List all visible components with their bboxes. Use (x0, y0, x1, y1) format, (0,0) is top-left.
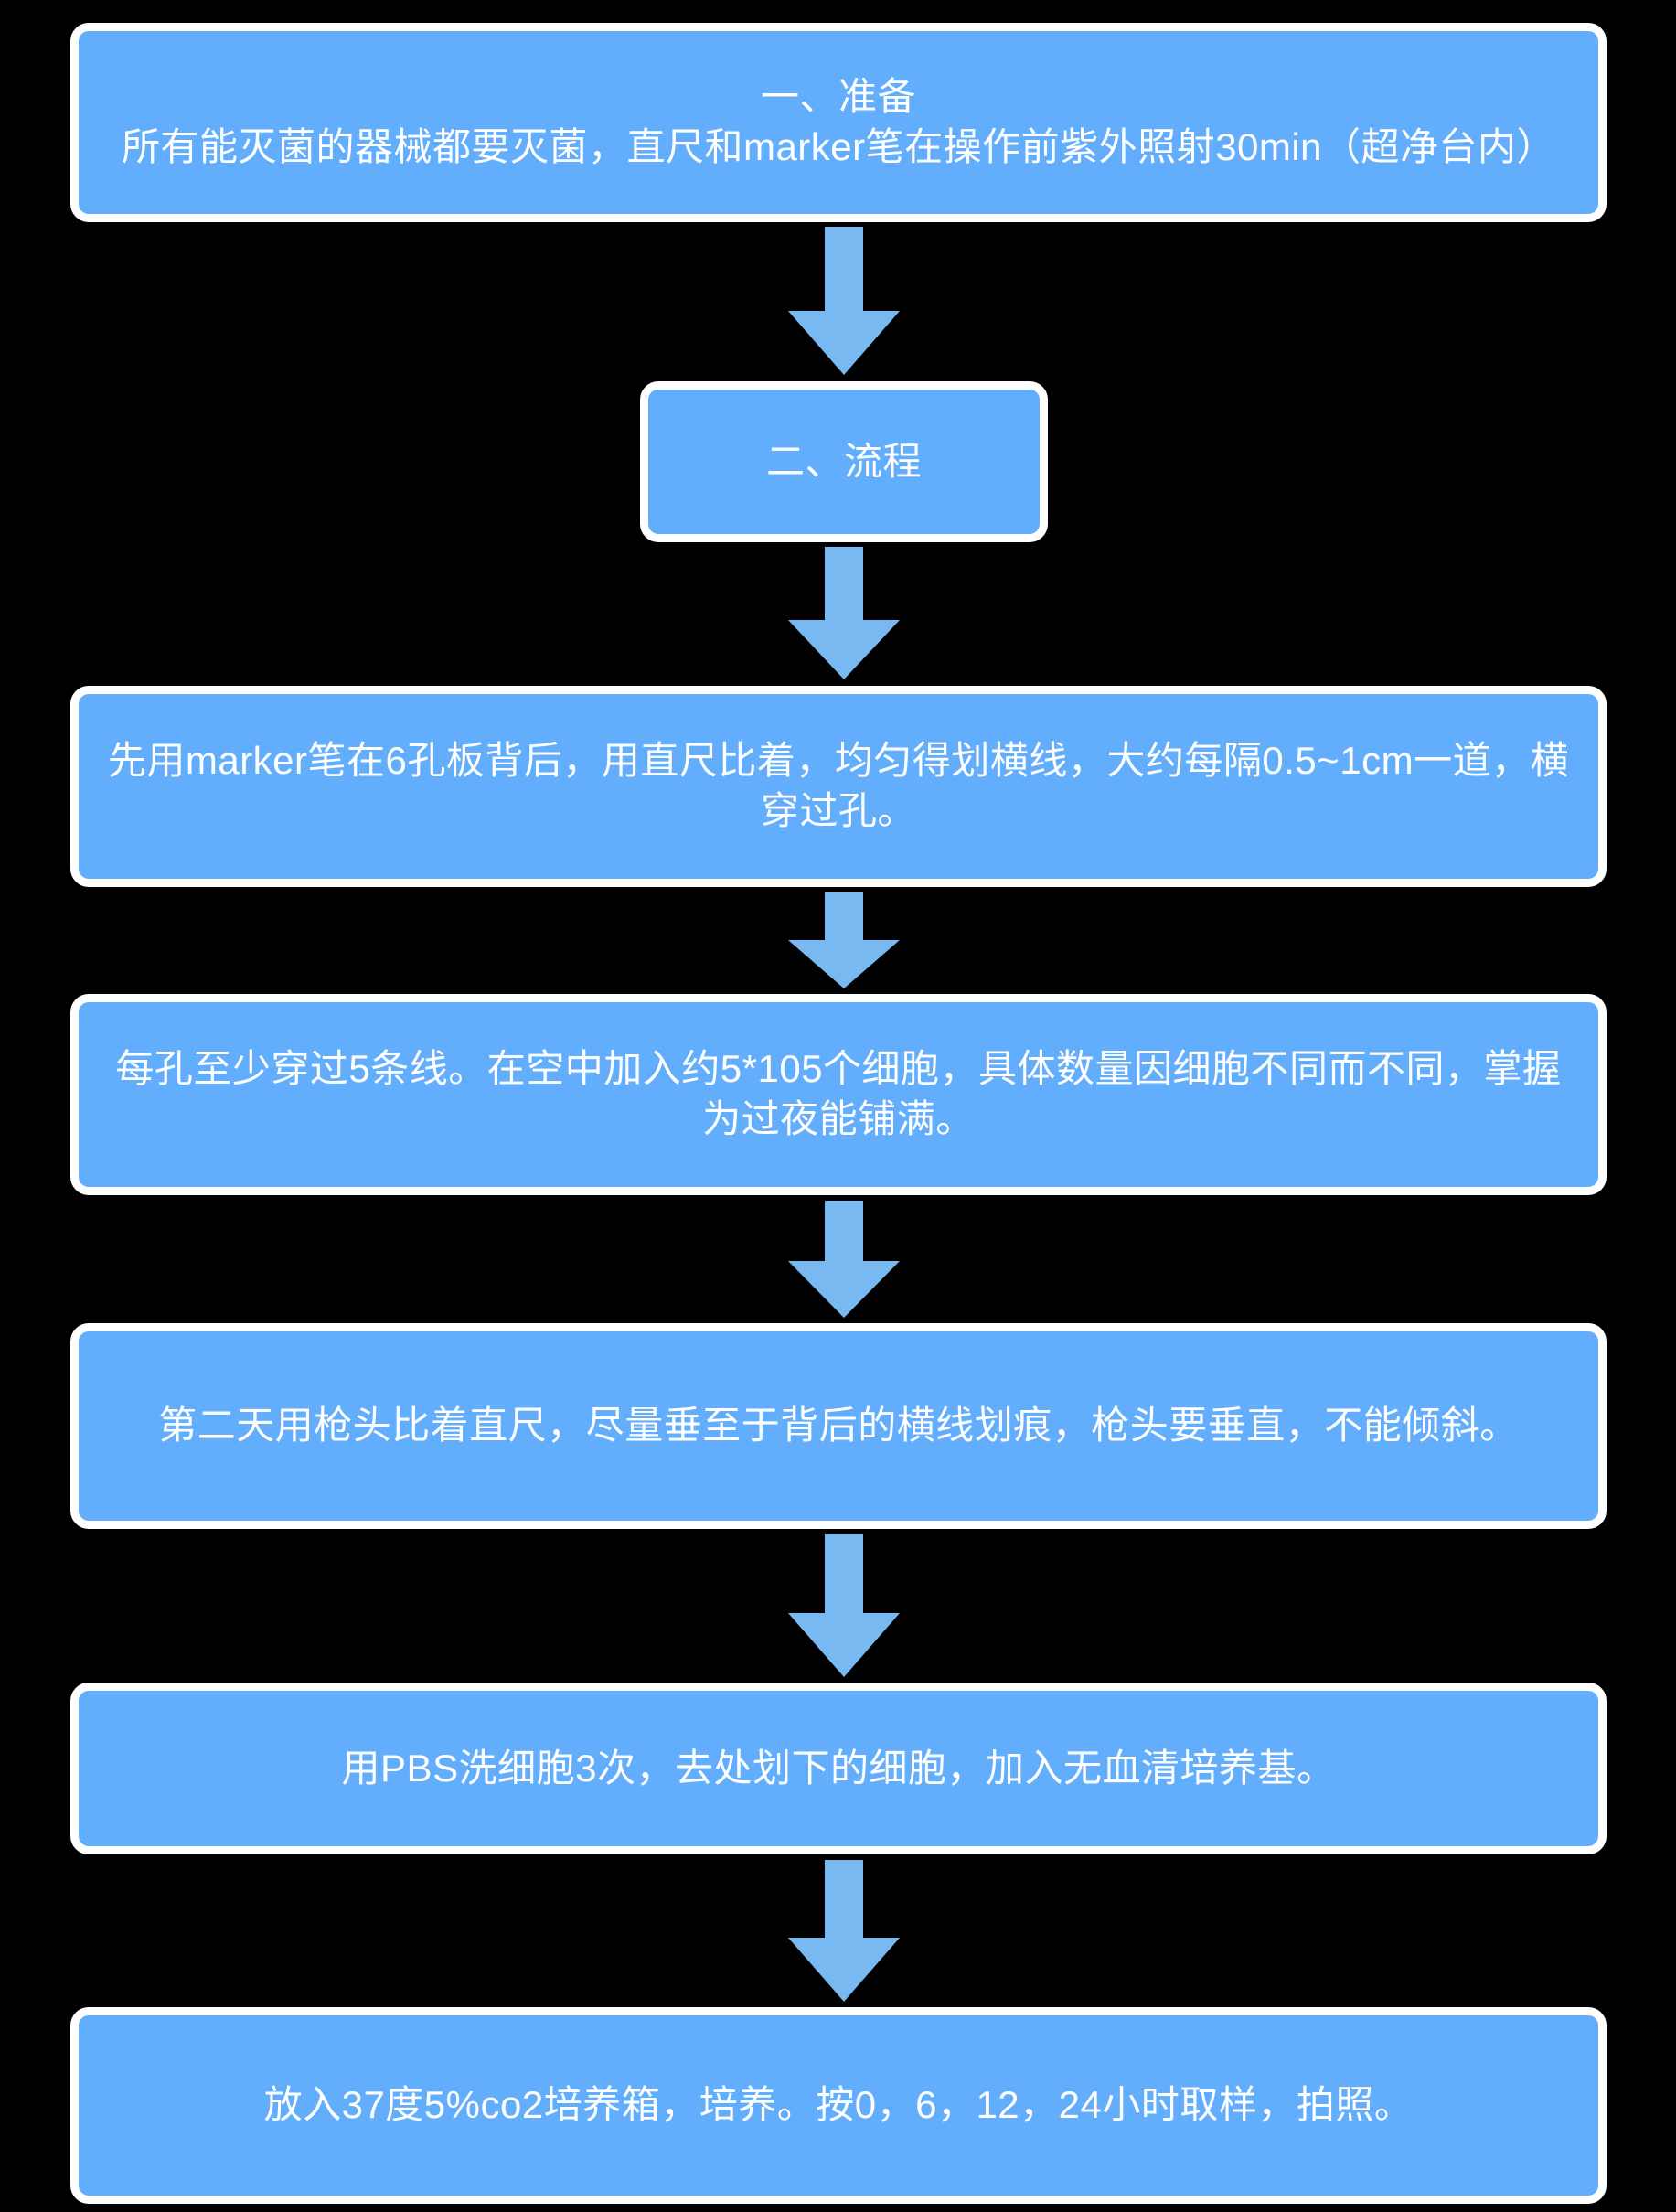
flow-node-step-4-label: 用PBS洗细胞3次，去处划下的细胞，加入无血清培养基。 (341, 1746, 1336, 1790)
flow-node-step-1[interactable]: 先用marker笔在6孔板背后，用直尺比着，均匀得划横线，大约每隔0.5~1cm… (70, 686, 1607, 887)
down-arrow-icon (788, 227, 900, 375)
flow-node-step-1-label: 先用marker笔在6孔板背后，用直尺比着，均匀得划横线，大约每隔0.5~1cm… (107, 739, 1570, 832)
flow-node-step-4[interactable]: 用PBS洗细胞3次，去处划下的细胞，加入无血清培养基。 (70, 1683, 1607, 1854)
flow-node-process-label: 二、流程 (765, 439, 922, 483)
flow-node-step-5[interactable]: 放入37度5%co2培养箱，培养。按0，6，12，24小时取样，拍照。 (70, 2007, 1607, 2204)
flow-node-process[interactable]: 二、流程 (640, 381, 1048, 542)
down-arrow-icon (788, 892, 900, 988)
flow-node-step-3[interactable]: 第二天用枪头比着直尺，尽量垂至于背后的横线划痕，枪头要垂直，不能倾斜。 (70, 1323, 1607, 1529)
flow-node-preparation-label: 一、准备 所有能灭菌的器械都要灭菌，直尺和marker笔在操作前紫外照射30mi… (121, 75, 1556, 168)
flow-node-step-2[interactable]: 每孔至少穿过5条线。在空中加入约5*105个细胞，具体数量因细胞不同而不同，掌握… (70, 994, 1607, 1195)
flow-node-step-2-label: 每孔至少穿过5条线。在空中加入约5*105个细胞，具体数量因细胞不同而不同，掌握… (115, 1047, 1562, 1140)
flow-node-preparation[interactable]: 一、准备 所有能灭菌的器械都要灭菌，直尺和marker笔在操作前紫外照射30mi… (70, 23, 1607, 222)
down-arrow-icon (788, 547, 900, 679)
down-arrow-icon (788, 1860, 900, 2002)
flow-node-step-5-label: 放入37度5%co2培养箱，培养。按0，6，12，24小时取样，拍照。 (263, 2083, 1414, 2127)
down-arrow-icon (788, 1534, 900, 1677)
flow-node-step-3-label: 第二天用枪头比着直尺，尽量垂至于背后的横线划痕，枪头要垂直，不能倾斜。 (158, 1404, 1519, 1448)
down-arrow-icon (788, 1201, 900, 1318)
